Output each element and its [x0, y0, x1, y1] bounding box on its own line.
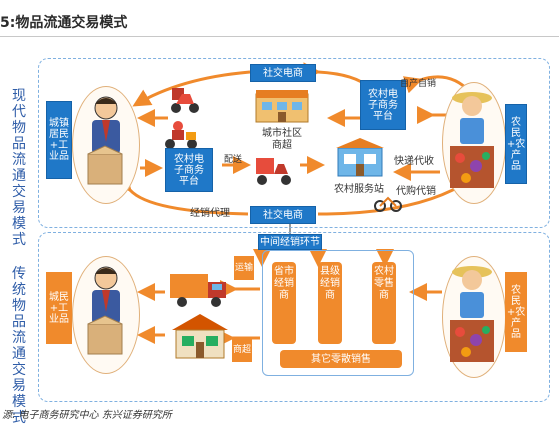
consign-label: 经销代理 — [190, 208, 230, 219]
traditional-panel — [38, 232, 550, 402]
distributor-rural-retail: 农村零售商 — [372, 262, 396, 344]
modern-consumer-box: 城镇居民+工业品 — [46, 101, 72, 179]
other-sales-box: 其它零散销售 — [280, 350, 402, 368]
transport-label: 运输 — [234, 256, 254, 280]
truck-icon — [170, 274, 226, 307]
modern-panel — [38, 58, 550, 228]
supermarket-label: 城市社区商超 — [262, 128, 302, 151]
figure-title: 5:物品流通交易模式 — [0, 15, 128, 31]
modern-side-label: 现代物品流通交易模式 — [12, 88, 26, 248]
middle-link-header: 中间经销环节 — [258, 234, 322, 250]
service-station-icon — [336, 138, 384, 177]
title-divider — [0, 36, 559, 37]
modern-producer-box: 农民+农产品 — [505, 104, 527, 184]
bicycle-icon — [374, 196, 402, 212]
agent-sale-label: 代购代销 — [396, 186, 436, 197]
traditional-side-label: 传统物品流通交易模式 — [12, 266, 26, 426]
service-station-label: 农村服务站 — [334, 184, 384, 195]
delivery-label: 配送 — [224, 155, 243, 165]
self-sale-label: 自产自销 — [400, 79, 437, 89]
store-icon — [172, 314, 228, 359]
farmer-icon — [450, 266, 494, 362]
social-ecom-bottom: 社交电商 — [250, 206, 316, 224]
social-ecom-top: 社交电商 — [250, 64, 316, 82]
distributor-provincial: 省市经销商 — [272, 262, 296, 344]
businessman-icon — [87, 96, 123, 185]
businessman-icon — [87, 266, 123, 355]
ecom-platform-right: 农村电子商务平台 — [360, 80, 406, 130]
supermarket-icon — [255, 90, 309, 123]
delivery-scooter-icon — [171, 88, 199, 113]
courier-scooter-icon — [165, 121, 197, 149]
tricycle-icon — [256, 158, 291, 185]
traditional-producer-box: 农民+农产品 — [505, 272, 527, 352]
source-note: 源: 电子商务研究中心 东兴证券研究所 — [2, 410, 172, 421]
distributor-county: 县级经销商 — [318, 262, 342, 344]
collect-label: 快递代收 — [394, 156, 434, 167]
shop-label: 商超 — [232, 338, 252, 362]
distributors-frame — [262, 250, 414, 376]
traditional-consumer-box: 城民+工业品 — [46, 272, 72, 344]
farmer-icon — [450, 92, 494, 188]
ecom-platform-left: 农村电子商务平台 — [165, 148, 213, 192]
